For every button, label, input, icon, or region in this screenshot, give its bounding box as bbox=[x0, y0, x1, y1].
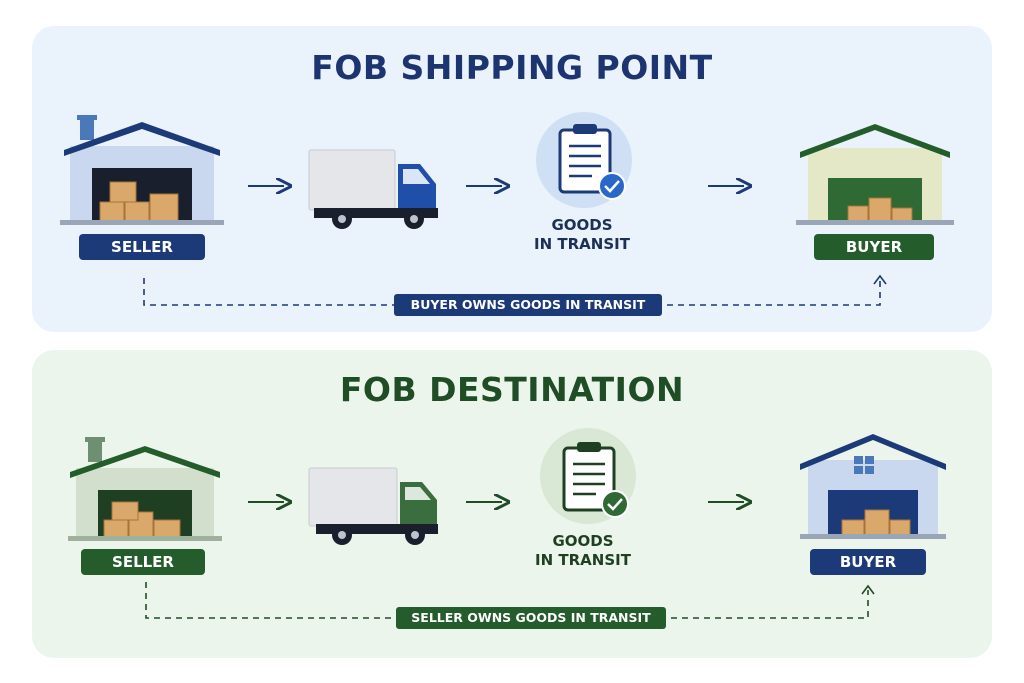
shipping-point-flow bbox=[60, 112, 954, 306]
buyer-label: BUYER bbox=[814, 234, 934, 260]
buyer-label: BUYER bbox=[810, 549, 926, 575]
goods-in-transit-label: GOODS IN TRANSIT bbox=[517, 216, 647, 254]
ownership-dashed-line bbox=[143, 278, 881, 306]
goods-in-transit-line-2: IN TRANSIT bbox=[534, 235, 630, 253]
truck-icon bbox=[308, 149, 438, 229]
goods-in-transit-line-1: GOODS bbox=[552, 532, 614, 550]
goods-in-transit-line-1: GOODS bbox=[551, 216, 613, 234]
truck-icon bbox=[308, 467, 438, 545]
fob-destination-panel: FOB DESTINATION bbox=[32, 350, 992, 658]
fob-shipping-point-panel: FOB SHIPPING POINT bbox=[32, 26, 992, 332]
panel-title: FOB DESTINATION bbox=[339, 370, 685, 409]
buyer-warehouse-icon bbox=[800, 434, 946, 539]
buyer-warehouse-icon bbox=[796, 124, 954, 225]
seller-label: SELLER bbox=[79, 234, 205, 260]
seller-label: SELLER bbox=[81, 549, 205, 575]
ownership-note: SELLER OWNS GOODS IN TRANSIT bbox=[396, 607, 666, 629]
panel-title: FOB SHIPPING POINT bbox=[311, 48, 713, 87]
ownership-arrowhead bbox=[861, 584, 875, 595]
goods-in-transit-line-2: IN TRANSIT bbox=[535, 551, 631, 569]
seller-warehouse-icon bbox=[68, 437, 222, 541]
ownership-note: BUYER OWNS GOODS IN TRANSIT bbox=[394, 294, 662, 316]
seller-warehouse-icon bbox=[60, 115, 224, 225]
clipboard-check-icon bbox=[536, 112, 632, 208]
destination-flow bbox=[68, 428, 946, 619]
ownership-arrowhead bbox=[873, 274, 887, 285]
clipboard-check-icon bbox=[540, 428, 636, 524]
goods-in-transit-label: GOODS IN TRANSIT bbox=[518, 532, 648, 570]
